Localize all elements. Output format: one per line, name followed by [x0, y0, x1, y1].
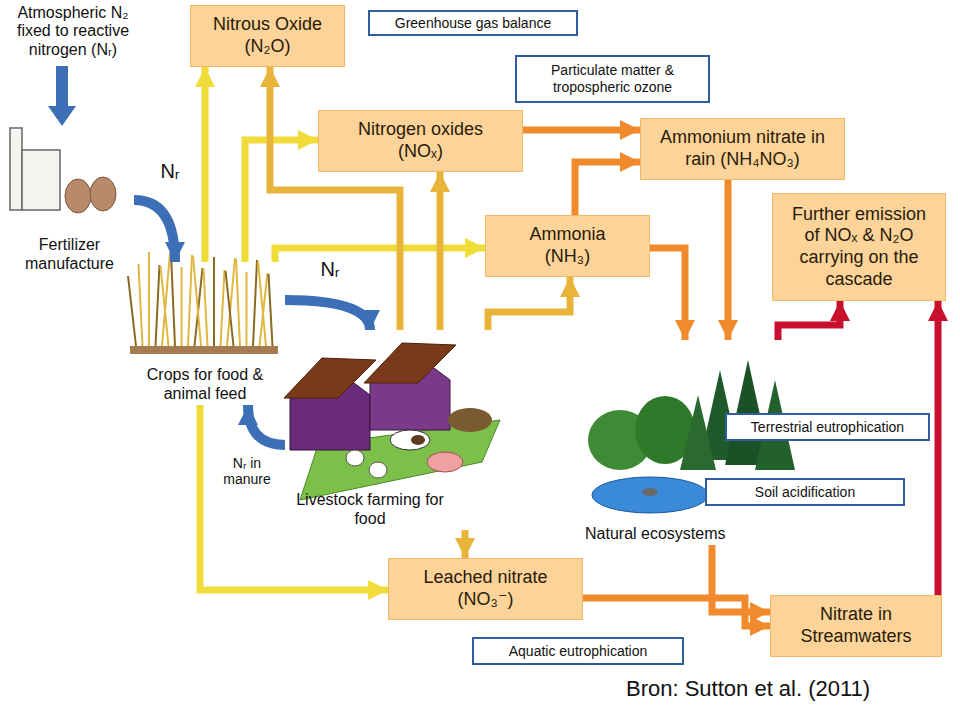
emission-box: Further emission of NOₓ & N₂O carrying o… — [772, 193, 946, 301]
flow-arrow — [725, 180, 732, 340]
node-text: Crops for food & animal feed — [138, 366, 273, 403]
flow-arrow — [134, 200, 175, 262]
node-text: Particulate matter & tropospheric ozone — [533, 62, 693, 96]
chicken — [369, 462, 387, 478]
chicken — [346, 450, 364, 466]
node-text: Livestock farming for food — [295, 491, 445, 528]
node-text: Natural ecosystems — [585, 525, 726, 543]
flow-arrow — [778, 301, 840, 340]
wheat-stalk — [221, 270, 225, 346]
wheat-stalk — [246, 272, 248, 346]
impact-box: Terrestrial eutrophication — [725, 413, 930, 441]
wheat-stalk — [139, 264, 143, 346]
node-text: Leached nitrate (NO₃⁻) — [416, 567, 556, 610]
wheat-stalk — [161, 266, 169, 346]
fertilizer-bag — [65, 179, 91, 213]
node-text: Nitrate in Streamwaters — [794, 604, 919, 647]
livestock-figure: Livestock farming for food — [285, 330, 495, 530]
wheat-stalk — [236, 259, 240, 346]
cow-patch — [411, 435, 425, 445]
flow-arrow — [462, 530, 469, 558]
emission-box: Nitrogen oxides (NOₓ) — [318, 110, 523, 172]
flow-arrow — [575, 162, 640, 215]
flow-arrow — [712, 545, 770, 612]
node-text: Greenhouse gas balance — [395, 15, 551, 32]
ecosystem-figure: Natural ecosystems — [575, 340, 790, 545]
barn-roof — [364, 343, 456, 383]
flow-arrow — [437, 172, 444, 330]
node-text: Nitrogen oxides (NOₓ) — [346, 119, 496, 162]
wheat-stalk — [226, 271, 234, 346]
cow — [390, 430, 430, 450]
wheat-stalk — [171, 254, 175, 346]
fixation-arrowhead — [48, 106, 76, 126]
impact-box: Greenhouse gas balance — [368, 10, 578, 36]
emission-box: Nitrate in Streamwaters — [770, 595, 942, 657]
flow-arrow — [488, 277, 570, 330]
flow-arrow — [935, 301, 942, 595]
flow-arrow — [275, 248, 485, 262]
pig — [427, 452, 463, 472]
source-caption: Bron: Sutton et al. (2011) — [626, 676, 870, 701]
flow-arrow — [270, 67, 400, 330]
flow-label: Nᵣ — [312, 258, 348, 281]
impact-box: Soil acidification — [705, 478, 905, 506]
node-text: Ammonia (NH₃) — [518, 224, 618, 267]
factory-chimney — [10, 128, 22, 210]
wheat-stalk — [269, 274, 273, 346]
flow-arrow — [248, 405, 285, 445]
crop-stalks — [128, 252, 273, 346]
duck — [642, 488, 658, 496]
fixation-arrow — [56, 66, 68, 108]
emission-box: Ammonia (NH₃) — [485, 215, 650, 277]
wheat-stalk — [258, 261, 266, 346]
flow-arrow — [245, 140, 318, 262]
fertilizer-bag — [90, 177, 116, 211]
node-text: Aquatic eutrophication — [509, 643, 648, 660]
factory-building — [22, 150, 60, 210]
wheat-stalk — [253, 260, 257, 346]
wheat-stalk — [213, 257, 215, 346]
emission-box: Nitrous Oxide (N₂O) — [190, 5, 345, 67]
wheat-stalk — [128, 276, 136, 346]
flow-label: Nᵣ — [152, 160, 188, 183]
flow-arrow — [523, 127, 640, 134]
emission-box: Ammonium nitrate in rain (NH₄NO₃) — [640, 118, 845, 180]
flow-arrow — [285, 300, 370, 330]
wheat-stalk — [188, 255, 192, 346]
node-text: Terrestrial eutrophication — [751, 419, 904, 436]
crop-soil — [130, 346, 278, 354]
factory-figure: Fertilizer manufacture — [5, 130, 134, 275]
wheat-stalk — [193, 256, 201, 346]
emission-box: Leached nitrate (NO₃⁻) — [388, 558, 583, 620]
wheat-stalk — [181, 267, 183, 346]
wheat-stalk — [148, 252, 150, 346]
wheat-stalk — [156, 265, 160, 346]
source-note: Atmospheric N₂ fixed to reactive nitroge… — [4, 4, 142, 59]
impact-box: Aquatic eutrophication — [472, 637, 684, 665]
flow-label: Nᵣ in manure — [212, 455, 282, 487]
impact-box: Particulate matter & tropospheric ozone — [515, 55, 710, 103]
flow-arrow — [202, 67, 209, 262]
crops-figure: Crops for food & animal feed — [125, 262, 285, 405]
node-text: Ammonium nitrate in rain (NH₄NO₃) — [655, 127, 830, 170]
node-text: Soil acidification — [755, 484, 855, 501]
node-text: Fertilizer manufacture — [17, 236, 122, 273]
node-text: Nitrous Oxide (N₂O) — [203, 14, 333, 57]
pond — [592, 477, 708, 513]
barn-roof — [284, 358, 376, 398]
conifer — [680, 395, 716, 470]
node-text: Further emission of NOₓ & N₂O carrying o… — [784, 204, 934, 290]
flow-arrow — [650, 248, 685, 340]
wheat-stalk — [204, 269, 208, 346]
manure-heap — [448, 408, 492, 432]
